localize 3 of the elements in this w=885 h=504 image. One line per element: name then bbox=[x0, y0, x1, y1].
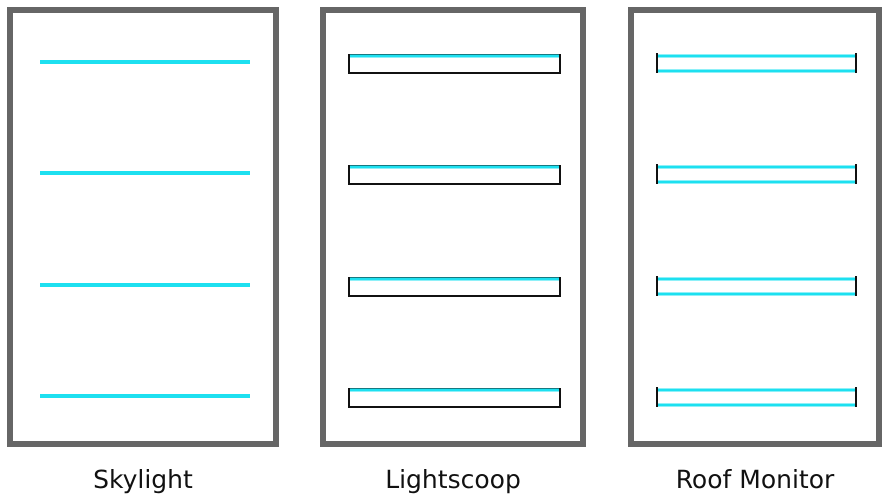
node-label: Skylight bbox=[92, 465, 194, 494]
node-label: Roof Monitor bbox=[674, 465, 836, 494]
node-label: Lightscoop bbox=[384, 465, 522, 494]
